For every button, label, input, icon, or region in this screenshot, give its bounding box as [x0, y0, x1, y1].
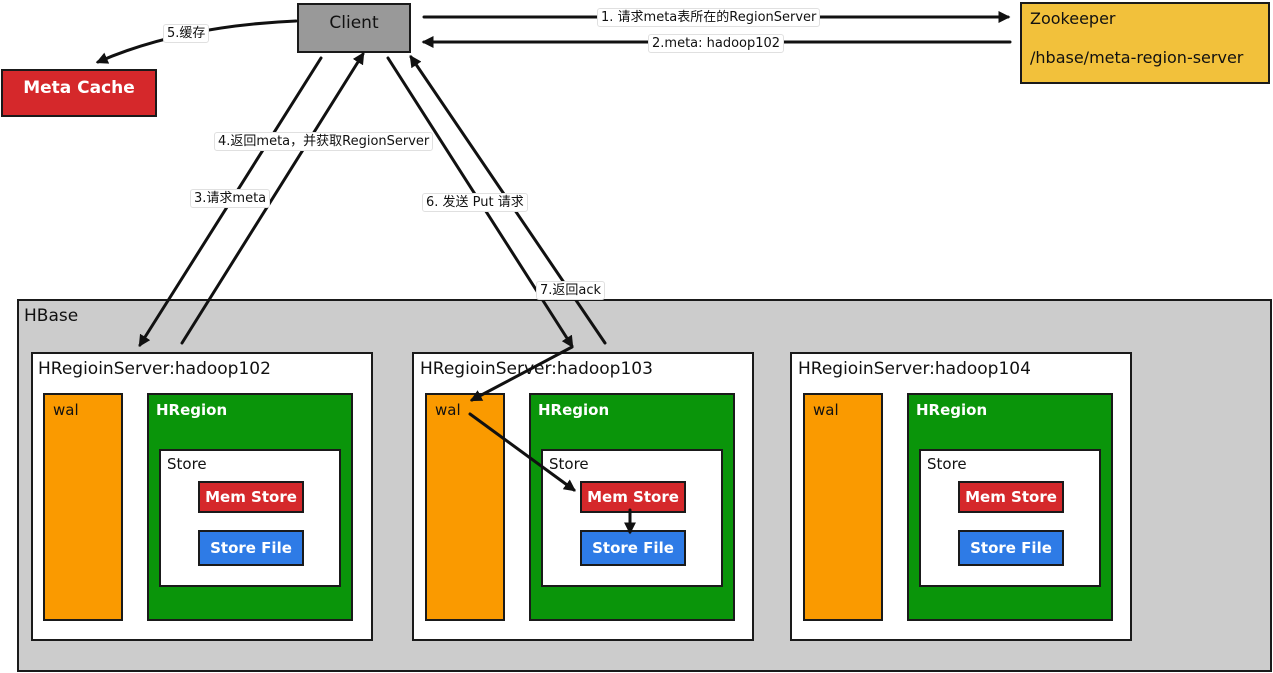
store-label: Store — [167, 455, 207, 473]
zookeeper-title: Zookeeper — [1030, 9, 1116, 28]
hregion-label: HRegion — [538, 401, 610, 419]
region-server-title: HRegioinServer:hadoop103 — [420, 359, 653, 379]
mem-store: Mem Store — [198, 481, 304, 513]
arrow-return-meta — [180, 51, 365, 345]
meta-cache-node: Meta Cache — [1, 69, 157, 117]
wal-label: wal — [435, 401, 461, 419]
wal-block: wal — [43, 393, 123, 621]
zookeeper-node: Zookeeper /hbase/meta-region-server — [1020, 2, 1270, 84]
wal-block: wal — [803, 393, 883, 621]
step-7-label: 7.返回ack — [536, 281, 606, 300]
step-4-label: 4.返回meta，并获取RegionServer — [214, 132, 434, 151]
region-server-title: HRegioinServer:hadoop104 — [798, 359, 1031, 379]
step-3-label: 3.请求meta — [190, 189, 271, 208]
hbase-title: HBase — [24, 306, 79, 326]
hregion-label: HRegion — [916, 401, 988, 419]
store-label: Store — [927, 455, 967, 473]
store-file: Store File — [198, 530, 304, 566]
zookeeper-path: /hbase/meta-region-server — [1030, 48, 1244, 67]
step-5-label: 5.缓存 — [163, 24, 210, 43]
store-label: Store — [549, 455, 589, 473]
mem-store: Mem Store — [958, 481, 1064, 513]
hregion-label: HRegion — [156, 401, 228, 419]
store-file: Store File — [958, 530, 1064, 566]
step-2-label: 2.meta: hadoop102 — [648, 34, 785, 53]
region-server-title: HRegioinServer:hadoop102 — [38, 359, 271, 379]
wal-label: wal — [813, 401, 839, 419]
wal-label: wal — [53, 401, 79, 419]
step-6-label: 6. 发送 Put 请求 — [422, 193, 528, 212]
arrow-wal-to-memstore — [468, 412, 576, 492]
arrow-to-wal — [469, 345, 574, 402]
mem-store: Mem Store — [580, 481, 686, 513]
step-1-label: 1. 请求meta表所在的RegionServer — [597, 8, 821, 27]
